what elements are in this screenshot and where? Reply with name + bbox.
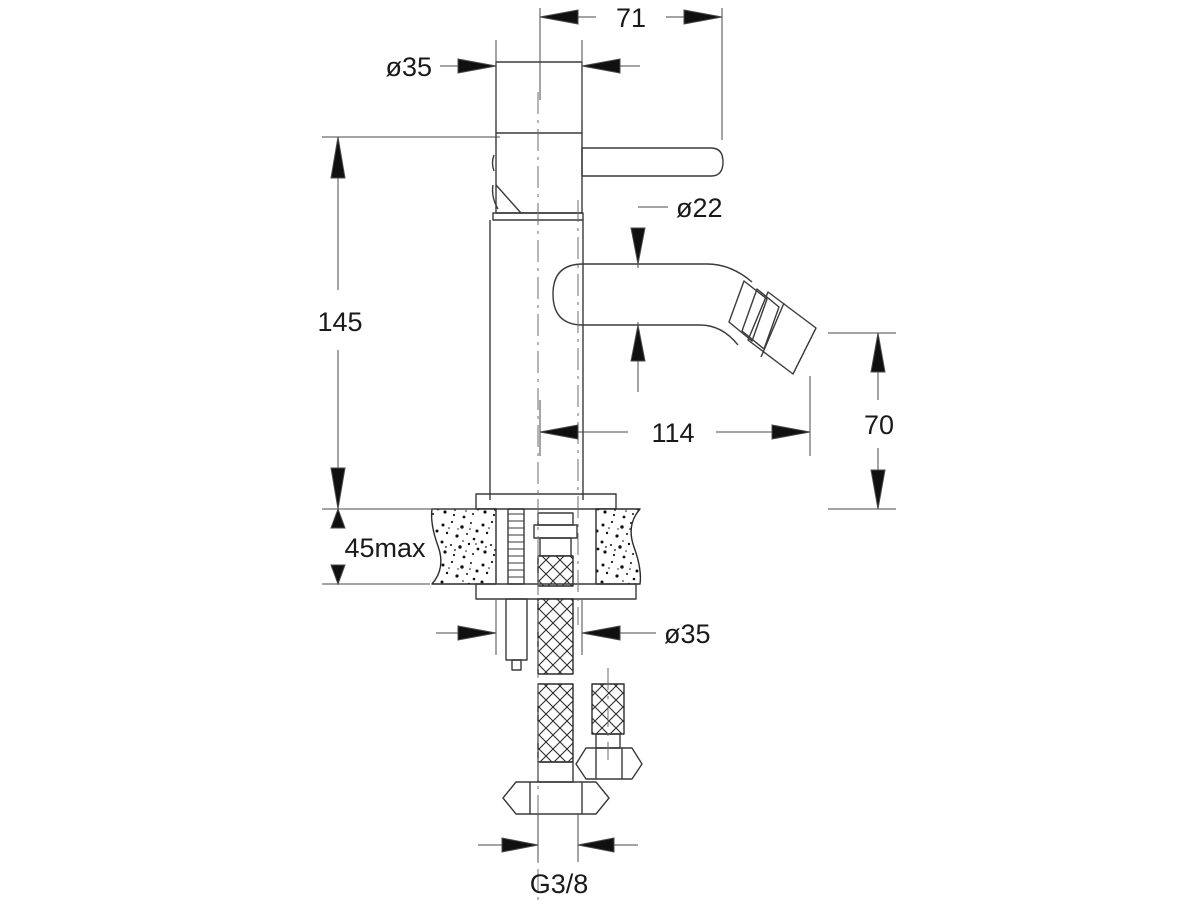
- connector-nut-top: [537, 512, 574, 526]
- hex-nut-secondary-facets: [595, 748, 623, 779]
- worktop-section-right: [595, 508, 642, 585]
- dim-label-145: 145: [317, 307, 362, 337]
- dim-label-g38: G3/8: [530, 869, 589, 899]
- dim-line-d35-bottom: [436, 625, 656, 641]
- aerator-ring-a: [728, 280, 768, 342]
- dim-label-70: 70: [864, 410, 894, 440]
- dim-line-114: [539, 424, 811, 440]
- aerator-groove: [760, 302, 785, 358]
- dim-line-71: [539, 9, 723, 25]
- stud-thread-lines: [508, 513, 524, 578]
- dim-label-45max: 45max: [344, 533, 426, 563]
- dimension-lines: [330, 9, 886, 853]
- dim-label-71: 71: [616, 3, 646, 33]
- base-flange: [475, 493, 617, 510]
- dimension-labels: 71 ø35 145 ø22 114 70 45max ø35 G3/8: [317, 3, 894, 899]
- head-notch: [491, 154, 495, 172]
- dim-line-d35-top: [440, 58, 640, 74]
- dim-line-70: [870, 332, 886, 510]
- head-chamfer-arc: [491, 184, 499, 210]
- threaded-stud: [507, 508, 525, 585]
- dim-line-g38: [478, 837, 638, 853]
- spout-root-arc: [552, 263, 584, 326]
- hose-ferrule: [537, 761, 574, 783]
- dim-line-45max: [330, 507, 346, 586]
- connector-shank: [539, 537, 572, 557]
- hex-nut-secondary: [575, 747, 643, 780]
- spout-upper: [583, 263, 753, 283]
- spout-lower: [583, 324, 739, 346]
- stud-lower: [505, 598, 528, 661]
- centre-lines: [537, 92, 609, 900]
- hex-nut-main: [502, 781, 610, 815]
- cartridge-top: [495, 61, 583, 133]
- clamp-washer: [475, 583, 637, 600]
- faucet-outline: [430, 61, 817, 815]
- worktop-section-left: [430, 508, 497, 585]
- hose-braid-upper: [537, 555, 574, 587]
- column-sides: [489, 220, 584, 500]
- stud-end-nut: [511, 659, 522, 671]
- hex-nut-facets: [529, 782, 583, 814]
- dim-label-d35-bottom: ø35: [664, 619, 711, 649]
- aerator-body: [747, 291, 817, 375]
- head-chamfer: [495, 184, 522, 214]
- dim-line-d22: [630, 206, 668, 392]
- hose-braid-lower: [537, 683, 574, 763]
- hose-braid-mid: [537, 598, 574, 675]
- dim-label-d35-top: ø35: [385, 52, 432, 82]
- connector-nut-body: [533, 524, 578, 539]
- lever-head-block: [495, 132, 583, 214]
- dim-label-d22: ø22: [676, 193, 723, 223]
- dim-line-145: [330, 136, 346, 510]
- dim-label-114: 114: [651, 418, 694, 448]
- lever-handle: [581, 147, 724, 177]
